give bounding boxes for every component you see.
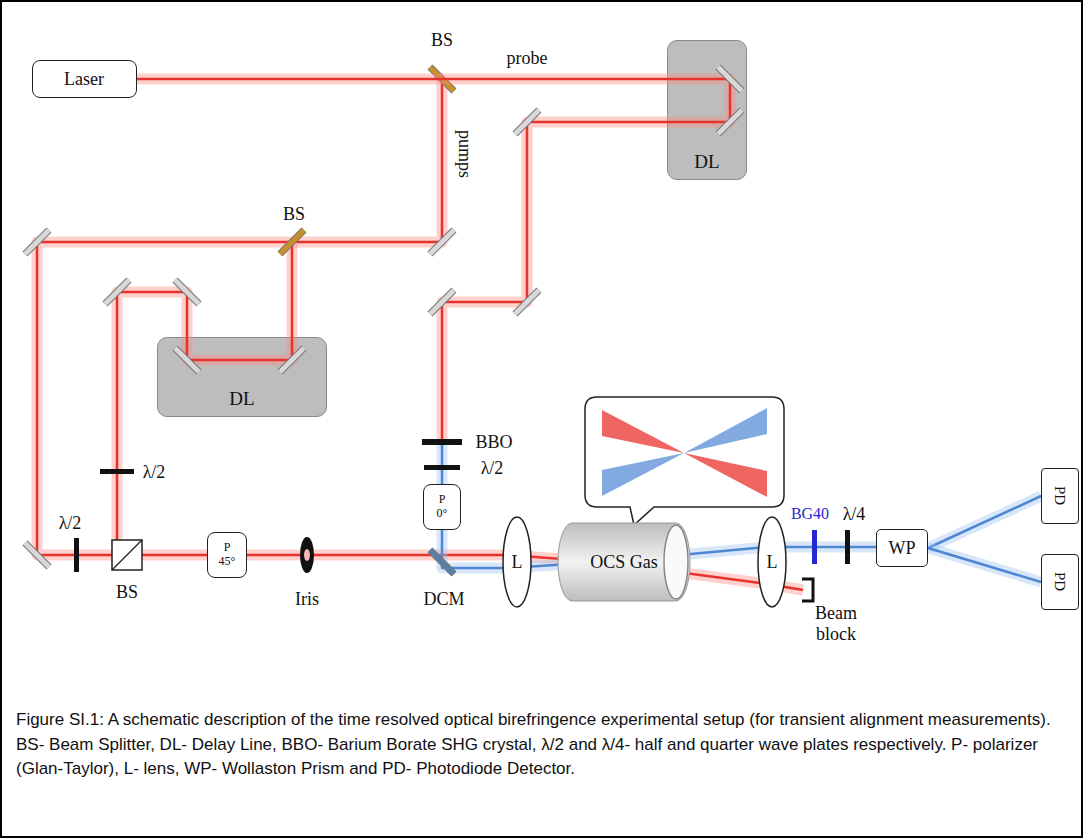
component-label: Iris xyxy=(295,589,319,610)
mirror xyxy=(25,543,49,567)
delay-line-stage: DL xyxy=(667,40,747,180)
component-label: pumps xyxy=(455,130,476,178)
gas-cell: OCS Gas xyxy=(558,522,690,602)
mirror-edge xyxy=(175,280,199,304)
lens: L xyxy=(502,516,532,608)
figure-caption: Figure SI.1: A schematic description of … xyxy=(16,708,1068,782)
half-wave-plate xyxy=(100,469,134,474)
beam-glow xyxy=(137,74,668,85)
component-label: probe xyxy=(507,48,548,69)
node-label: L xyxy=(767,552,778,573)
mirror xyxy=(175,280,199,304)
quarter-wave-plate xyxy=(845,530,850,564)
node-label: WP xyxy=(889,538,916,559)
node-label: PD xyxy=(1051,572,1068,591)
laser-box: Laser xyxy=(32,60,137,98)
beam-glow xyxy=(442,122,667,442)
callout-bubble xyxy=(585,397,784,525)
mirror xyxy=(105,280,129,304)
mirror-edge xyxy=(515,290,539,314)
component-label: BS xyxy=(116,582,138,603)
dichroic-mirror-edge xyxy=(430,550,454,574)
laser-beam xyxy=(37,79,602,562)
beam-core xyxy=(117,292,187,555)
laser-beam xyxy=(137,79,668,80)
component-label: λ/4 xyxy=(843,504,866,525)
mirror xyxy=(430,230,454,254)
laser-beam xyxy=(292,242,293,337)
wollaston-prism: WP xyxy=(876,529,928,567)
node-label: L xyxy=(512,552,523,573)
mirror-edge xyxy=(430,230,454,254)
half-wave-plate xyxy=(424,465,460,470)
laser-beam xyxy=(928,496,1041,548)
beam-glow xyxy=(928,548,1041,582)
iris xyxy=(300,537,314,573)
component-label: BG40 xyxy=(791,505,829,523)
mirror-edge xyxy=(430,290,454,314)
beam-block xyxy=(802,579,813,601)
mirror-edge xyxy=(105,280,129,304)
bg40-filter xyxy=(812,530,817,564)
node-label: OCS Gas xyxy=(590,552,658,573)
component-label: DCM xyxy=(423,589,464,610)
beam-splitter-cube xyxy=(112,540,142,570)
cell-body xyxy=(558,523,690,601)
beam-core xyxy=(442,122,667,442)
component-label: Beam block xyxy=(808,603,864,644)
focused-probe-beam xyxy=(602,408,767,496)
beam-core xyxy=(137,78,668,81)
laser-beam xyxy=(117,292,187,555)
beam-core xyxy=(291,242,294,337)
mirror xyxy=(25,230,49,254)
beam-glow xyxy=(117,292,187,555)
beam-splitter-plate xyxy=(280,230,304,254)
node-label: DL xyxy=(229,388,254,410)
beam-core xyxy=(37,79,602,562)
node-label: DL xyxy=(694,151,719,173)
mirror xyxy=(515,290,539,314)
delay-line-stage: DL xyxy=(157,337,327,417)
component-label: BS xyxy=(431,30,453,51)
node-label: P 45° xyxy=(219,541,236,569)
photodiode: PD xyxy=(1041,468,1079,524)
dichroic-mirror xyxy=(430,550,454,574)
iris-aperture xyxy=(304,549,310,561)
bbo-crystal xyxy=(422,439,462,445)
cell-window xyxy=(664,525,688,599)
mirror-edge xyxy=(25,230,49,254)
mirror xyxy=(515,110,539,134)
component-label: λ/2 xyxy=(481,458,504,479)
component-label: BS xyxy=(283,204,305,225)
beam-splitter-plate-edge xyxy=(280,230,304,254)
beam-glow xyxy=(37,79,602,562)
component-label: λ/2 xyxy=(59,513,82,534)
lens-shape xyxy=(758,517,786,607)
laser-beam xyxy=(928,548,1041,582)
lens-shape xyxy=(503,517,531,607)
node-label: Laser xyxy=(64,69,104,90)
polarizer-box: P 0° xyxy=(423,484,461,530)
node-label: PD xyxy=(1051,486,1068,505)
mirror xyxy=(430,290,454,314)
beam-glow xyxy=(928,496,1041,548)
polarizer-box: P 45° xyxy=(207,532,247,578)
component-label: BBO xyxy=(475,432,512,453)
photodiode: PD xyxy=(1041,554,1079,610)
beam-core xyxy=(928,548,1041,582)
beam-core xyxy=(928,496,1041,548)
mirror-edge xyxy=(25,543,49,567)
beam-glow xyxy=(287,242,298,337)
lens: L xyxy=(757,516,787,608)
cube-diagonal xyxy=(112,540,142,570)
mirror-edge xyxy=(515,110,539,134)
node-label: P 0° xyxy=(437,493,448,521)
half-wave-plate xyxy=(74,538,79,572)
laser-beam xyxy=(442,122,667,442)
component-label: λ/2 xyxy=(143,462,166,483)
